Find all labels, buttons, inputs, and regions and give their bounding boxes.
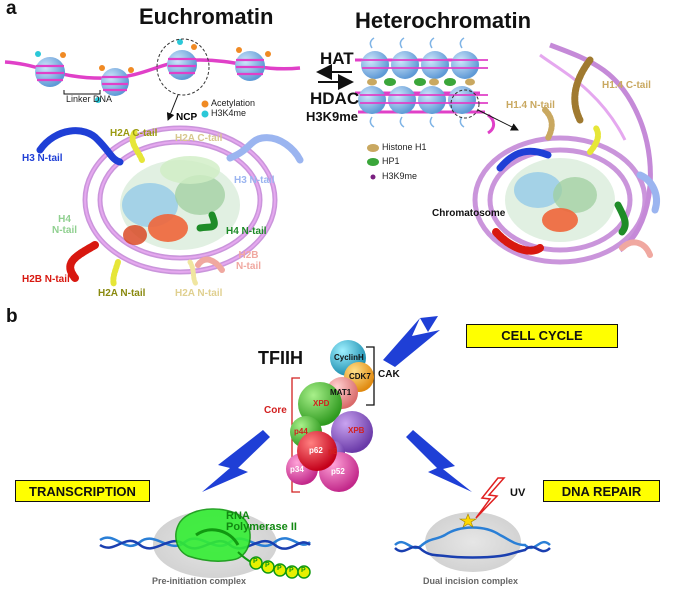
h2a-n-tail-dark-label: H2A N-tail [98,288,146,299]
h3k9me-legend-label: H3K9me [382,171,418,181]
phospho-label-5: P [301,567,306,574]
h2a-c-tail-dark [129,129,145,163]
ncp-pointer [166,94,179,121]
p62-label: p62 [309,446,323,455]
h1-n-tail-label: H1.4 N-tail [506,100,555,111]
xpb-label: XPB [348,426,365,435]
h2a-n-tail-light-label: H2A N-tail [175,288,223,299]
h4-n-tail-label: H4 N-tail [226,226,267,237]
xpd-subunit [298,382,342,426]
h2a-n-tail-dark [110,259,121,288]
uv-lightning-icon [475,477,506,519]
ncp-label: NCP [176,112,198,123]
phospho-label-2: P [265,562,270,569]
linker-dna-label: Linker DNA [66,94,113,104]
cyclinh-label: CyclinH [334,353,364,362]
histone-h1-legend-label: Histone H1 [382,142,427,152]
histone-h1-legend-icon [367,144,379,152]
chromatosome-structure-right [472,42,653,265]
heterochromatin-title: Heterochromatin [355,8,532,33]
p62-subunit [297,431,337,471]
xpd-label: XPD [313,399,330,408]
arrow-to-transcription [202,430,270,492]
pic-label: Pre-initiation complex [152,576,247,586]
p52-label: p52 [331,467,345,476]
right-tail-light-blue [636,171,660,214]
right-tail-red [492,228,544,255]
p8-label: p8 [328,447,338,456]
h2a-n-tail-light [187,259,199,287]
cak-bracket [366,346,375,406]
h2b-n-tail [66,241,99,282]
h2b-n-tail-light-label: H2B N-tail [236,250,261,272]
h3k4me-marks [35,39,183,103]
dna-repair-box: DNA REPAIR [543,480,660,502]
hp1-legend-label: HP1 [382,156,400,166]
nucleosome-4 [235,51,265,81]
dic-label: Dual incision complex [423,576,519,586]
phospho-label-3: P [277,565,282,572]
cell-cycle-box: CELL CYCLE [466,324,618,348]
linker-bracket [63,90,101,95]
acetylation-legend-label: Acetylation [211,98,256,108]
nucleosome-1 [35,57,65,87]
h1-c-tail-label: H1.4 C-tail [602,80,651,91]
h4-n-tail-light-label: H4 N-tail [52,214,77,236]
h3k9me-arrow-label: H3K9me [306,109,359,124]
arrow-to-cell-cycle [383,316,440,367]
h2b-n-tail-light [195,256,225,273]
hdac-label: HDAC [310,89,360,108]
transcription-box: TRANSCRIPTION [15,480,150,502]
h3-n-tail-light-label: H3 N-tail [234,175,275,186]
dic-dna [394,526,551,559]
acetylation-marks [60,44,271,73]
lesion-star-icon [458,513,478,528]
p44-label: p44 [294,427,308,436]
acetylation-legend-icon [201,100,209,108]
panel-a-label: a [6,0,17,19]
cak-label: CAK [378,369,400,380]
h3-n-tail-label: H3 N-tail [22,153,63,164]
h3k4me-legend-label: H3K4me [211,108,247,118]
h2a-c-tail-dark-label: H2A C-tail [110,128,158,139]
right-tail-yellow [587,125,601,155]
h2b-n-tail-label: H2B N-tail [22,274,70,285]
rna-pol-ii-label: RNA Polymerase II [226,510,297,533]
right-h3-tail-dark [496,147,552,172]
cdk7-label: CDK7 [349,372,371,381]
heterochromatin-fiber [355,37,496,135]
h4-n-tail [196,211,218,232]
chromatosome-highlight [450,89,480,119]
chromatosome-label: Chromatosome [432,208,506,219]
xpb-subunit [331,411,373,453]
panel-b-label: b [6,306,18,327]
tfiih-title: TFIIH [258,348,303,368]
phospho-label-1: P [253,558,258,565]
h3-n-tail-light [226,134,304,164]
h3k9me-legend-icon [370,174,376,180]
arrow-to-dna-repair [406,430,472,492]
h3k4me-legend-icon [201,110,209,118]
nucleosome-2 [101,68,129,96]
h2a-c-tail-light-label: H2A C-tail [175,133,223,144]
hat-label: HAT [320,49,354,68]
p34-label: p34 [290,465,304,474]
right-tail-green [614,201,629,236]
chromatosome-pointer [477,109,519,131]
mat1-label: MAT1 [330,388,352,397]
phospho-label-4: P [289,567,294,574]
euchromatin-title: Euchromatin [139,4,274,29]
core-label: Core [264,405,287,416]
nucleosome-3-ncp [167,50,197,80]
right-tail-pink [619,239,653,258]
hp1-legend-icon [367,158,379,166]
tfiih-complex [286,340,374,492]
uv-label: UV [510,487,526,499]
ncp-highlight [156,38,210,96]
h3-n-tail [36,127,124,166]
phospho-circles [249,556,311,579]
rna-pol-ii [175,508,251,562]
